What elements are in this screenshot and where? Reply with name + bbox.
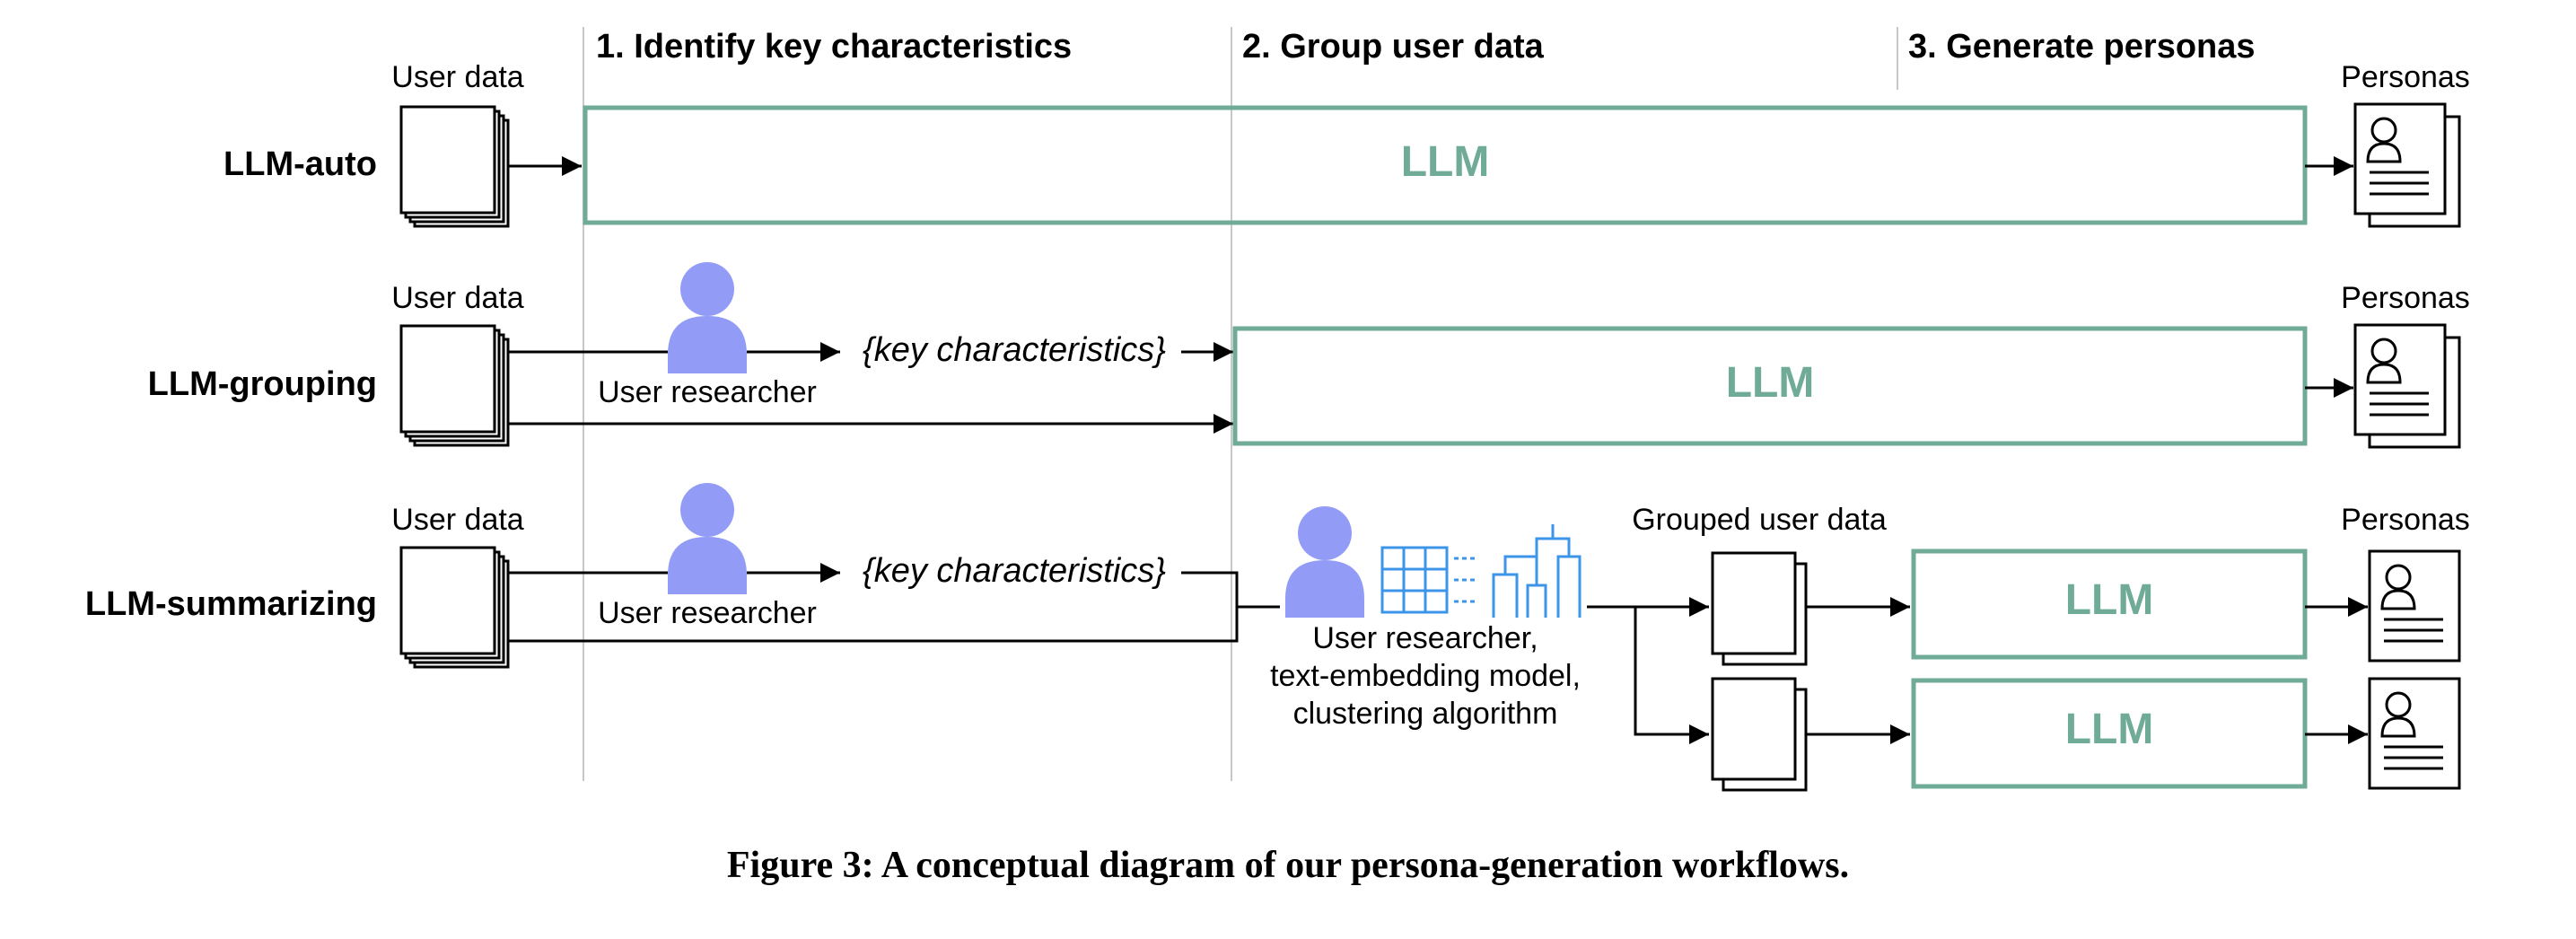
user-data-label: User data [391,503,523,537]
key-characteristics-label: {key characteristics} [863,552,1166,590]
person-icon [668,483,747,594]
persona-card-icon [2368,549,2461,663]
personas-label: Personas [2341,60,2470,94]
llm-box [1232,326,2308,446]
stage-header-identify: 1. Identify key characteristics [596,28,1072,66]
persona-card-icon [2353,102,2461,228]
user-data-label: User data [391,281,523,315]
document-stack-icon [399,105,510,228]
person-icon [1285,506,1364,618]
persona-card-icon [2353,323,2461,449]
tools-caption-line-2: text-embedding model, [1270,659,1581,693]
person-icon [668,262,747,373]
document-stack-icon [1711,677,1808,792]
row-label-llm-grouping: LLM-grouping [148,365,377,403]
stage-header-group: 2. Group user data [1242,28,1545,66]
llm-label: LLM [2065,576,2154,624]
row-llm-grouping: LLM-grouping User data User researcher {… [148,262,2470,449]
row-label-llm-summarizing: LLM-summarizing [85,585,377,623]
user-researcher-label: User researcher [598,375,817,409]
key-characteristics-label: {key characteristics} [863,331,1166,369]
user-researcher-label: User researcher [598,596,817,630]
persona-card-icon [2368,677,2461,790]
flow-arrow [1634,607,1709,744]
llm-box [1911,548,2308,660]
embedding-grid-icon [1380,546,1476,614]
llm-label: LLM [1726,359,1815,407]
row-llm-auto: LLM-auto User data LLM Personas [223,60,2470,228]
tools-caption-line-1: User researcher, [1312,621,1538,655]
llm-label: LLM [2065,706,2154,753]
row-llm-summarizing: LLM-summarizing User data User researche… [85,483,2470,792]
document-stack-icon [399,324,510,447]
user-data-label: User data [391,60,523,94]
row-label-llm-auto: LLM-auto [223,145,377,183]
grouped-user-data-label: Grouped user data [1632,503,1887,537]
document-stack-icon [399,546,510,669]
dendrogram-icon [1492,524,1582,618]
tools-caption-line-3: clustering algorithm [1293,697,1558,731]
figure-caption: Figure 3: A conceptual diagram of our pe… [726,845,1850,886]
stage-header-generate: 3. Generate personas [1908,28,2256,66]
personas-label: Personas [2341,503,2470,537]
personas-label: Personas [2341,281,2470,315]
document-stack-icon [1711,551,1808,666]
llm-label: LLM [1401,138,1490,186]
